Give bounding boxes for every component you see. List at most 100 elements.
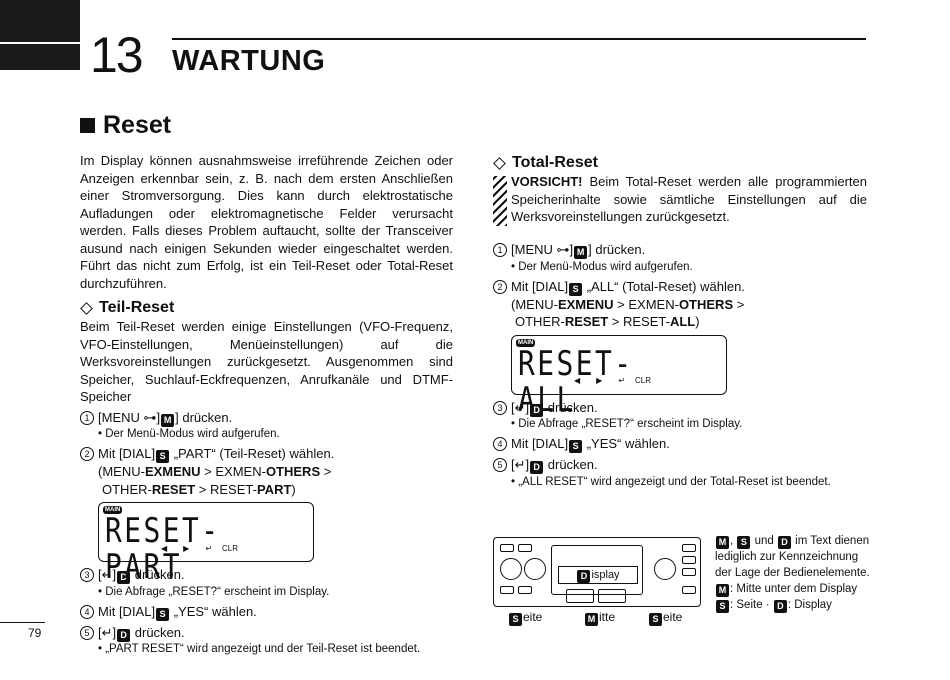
step-number: 4 (80, 604, 94, 619)
step-number: 2 (493, 279, 507, 294)
right-arrow-icon: ▶ (596, 376, 603, 385)
left-knob (524, 558, 546, 580)
path-part: ) (695, 314, 700, 329)
total-step-5-note: • „ALL RESET“ wird angezeigt und der Tot… (511, 475, 831, 488)
key-d-icon: D (530, 461, 544, 474)
left-column: Im Display können ausnahmsweise irreführ… (80, 152, 453, 657)
legend-line-3: S: Seite · D: Display (715, 597, 875, 613)
radio-display-text: isplay (591, 569, 620, 581)
chapter-title: WARTUNG (172, 45, 326, 77)
step-number: 1 (493, 243, 507, 257)
step-number: 3 (80, 568, 94, 582)
step-text: Mit [DIAL]S „YES“ wählen. (98, 603, 257, 621)
teil-reset-heading: Teil-Reset (80, 298, 453, 318)
enter-key-icon: ↵ (101, 568, 113, 583)
total-step-2: 2 Mit [DIAL]S „ALL“ (Total-Reset) wählen… (493, 278, 867, 296)
total-reset-heading-text: Total-Reset (512, 154, 598, 171)
path-part: (MENU- (511, 296, 558, 312)
step-text-post: ] drücken. (175, 409, 233, 425)
step-text-post: „YES“ wählen. (170, 603, 257, 619)
step-text: Mit [DIAL]S „ALL“ (Total-Reset) wählen. (511, 278, 745, 296)
key-s-icon: S (716, 600, 729, 613)
key-d-icon: D (773, 600, 787, 613)
left-arrow-icon: ◀ (161, 543, 168, 553)
path-bold: PART (256, 481, 292, 497)
path-bold: OTHERS (265, 464, 321, 479)
enter-key-icon: ↵ (514, 458, 526, 473)
total-lcd-display: MAIN RESET- ALL ◀ ▶ ↵ CLR (511, 334, 727, 418)
legend-line-2: M: Mitte unter dem Display (715, 581, 875, 597)
right-arrow-icon: ▶ (183, 543, 190, 553)
key-s-icon: S (156, 450, 170, 463)
step-number: 5 (493, 458, 507, 472)
step-text-post: „ALL“ (Total-Reset) wählen. (583, 278, 745, 294)
teil-step-1-note: • Der Menü-Modus wird aufgerufen. (98, 428, 280, 440)
step-text-post: „PART“ (Teil-Reset) wählen. (170, 446, 335, 461)
teil-lcd-display: MAIN RESET- PART ◀ ▶ ↵ CLR (98, 502, 314, 585)
legend-part: : Seite · (730, 599, 773, 611)
step-text-pre: [MENU (511, 242, 557, 257)
step-text: [↵]D drücken. (98, 567, 185, 584)
key-s-icon: S (569, 282, 583, 296)
page-number: 79 (28, 626, 42, 640)
step-text-pre: [MENU (98, 409, 144, 425)
teil-menu-path-2: OTHER-RESET > RESET-PART) (80, 481, 453, 499)
key-d-icon: D (777, 536, 791, 549)
left-knob (500, 558, 522, 580)
total-step-3: 3 [↵]D drücken. (493, 399, 867, 418)
path-part: > RESET- (195, 481, 257, 497)
key-s-icon: S (509, 613, 522, 626)
right-knob (654, 558, 676, 580)
teil-step-3: 3 [↵]D drücken. (80, 566, 453, 585)
panel-button (682, 556, 696, 564)
legend-part: im Text dienen lediglich zur Kennzeichnu… (715, 535, 870, 579)
path-part: > EXMEN- (200, 464, 266, 479)
path-part: OTHER- (515, 314, 565, 329)
legend-part: : Mitte unter dem Display (730, 583, 858, 595)
path-bold: EXMENU (144, 464, 201, 479)
step-text: [↵]D drücken. (511, 399, 598, 417)
total-step-4: 4 Mit [DIAL]S „YES“ wählen. (493, 435, 867, 453)
chapter-number: 13 (90, 27, 144, 83)
teil-step-4: 4 Mit [DIAL]S „YES“ wählen. (80, 603, 453, 621)
key-s-icon: S (737, 536, 751, 549)
panel-button (500, 586, 514, 594)
teil-reset-heading-text: Teil-Reset (99, 299, 175, 316)
step-text-pre: Mit [DIAL] (98, 603, 156, 619)
key-icon: ⊶ (143, 410, 157, 426)
total-warning: VORSICHT! Beim Total-Reset werden alle p… (493, 173, 867, 226)
teil-step-3-note: • Die Abfrage „RESET?“ erscheint im Disp… (98, 585, 330, 598)
total-step-3-note: • Die Abfrage „RESET?“ erscheint im Disp… (511, 418, 743, 430)
chapter-rule (172, 38, 866, 40)
step-text-pre: Mit [DIAL] (511, 278, 569, 294)
enter-key-icon: ↵ (514, 400, 526, 416)
legend-text: M, S und D im Text dienen lediglich zur … (715, 533, 875, 613)
key-s-icon: S (156, 607, 170, 621)
legend-part: , (730, 535, 737, 547)
teil-menu-path-1: (MENU-EXMENU > EXMEN-OTHERS > (80, 463, 453, 481)
path-part: (MENU- (98, 464, 145, 479)
right-column: Total-Reset VORSICHT! Beim Total-Reset w… (493, 153, 867, 490)
tab-divider (0, 42, 80, 44)
step-text: Mit [DIAL]S „PART“ (Teil-Reset) wählen. (98, 445, 334, 463)
total-menu-path-2: OTHER-RESET > RESET-ALL) (493, 313, 867, 331)
key-d-icon: D (530, 403, 544, 417)
enter-icon: ↵ (205, 543, 213, 553)
step-text: Mit [DIAL]S „YES“ wählen. (511, 435, 670, 453)
intro-paragraph: Im Display können ausnahmsweise irreführ… (80, 153, 453, 291)
path-part: OTHER- (102, 481, 152, 497)
key-s-icon: S (569, 440, 583, 453)
step-text-post: „YES“ wählen. (583, 436, 670, 451)
section-title-text: Reset (103, 111, 172, 139)
step-text-post: drücken. (131, 567, 185, 582)
warning-body: Beim Total-Reset werden alle programmier… (511, 174, 867, 224)
panel-button (518, 586, 532, 594)
legend-part: : Display (787, 599, 832, 611)
step-text: [↵]D drücken. (511, 457, 598, 474)
panel-button (682, 568, 696, 576)
section-title: Reset (80, 111, 171, 140)
step-text-post: drücken. (544, 399, 598, 415)
step-text-pre: Mit [DIAL] (511, 436, 569, 451)
path-part: > EXMEN- (613, 296, 679, 312)
